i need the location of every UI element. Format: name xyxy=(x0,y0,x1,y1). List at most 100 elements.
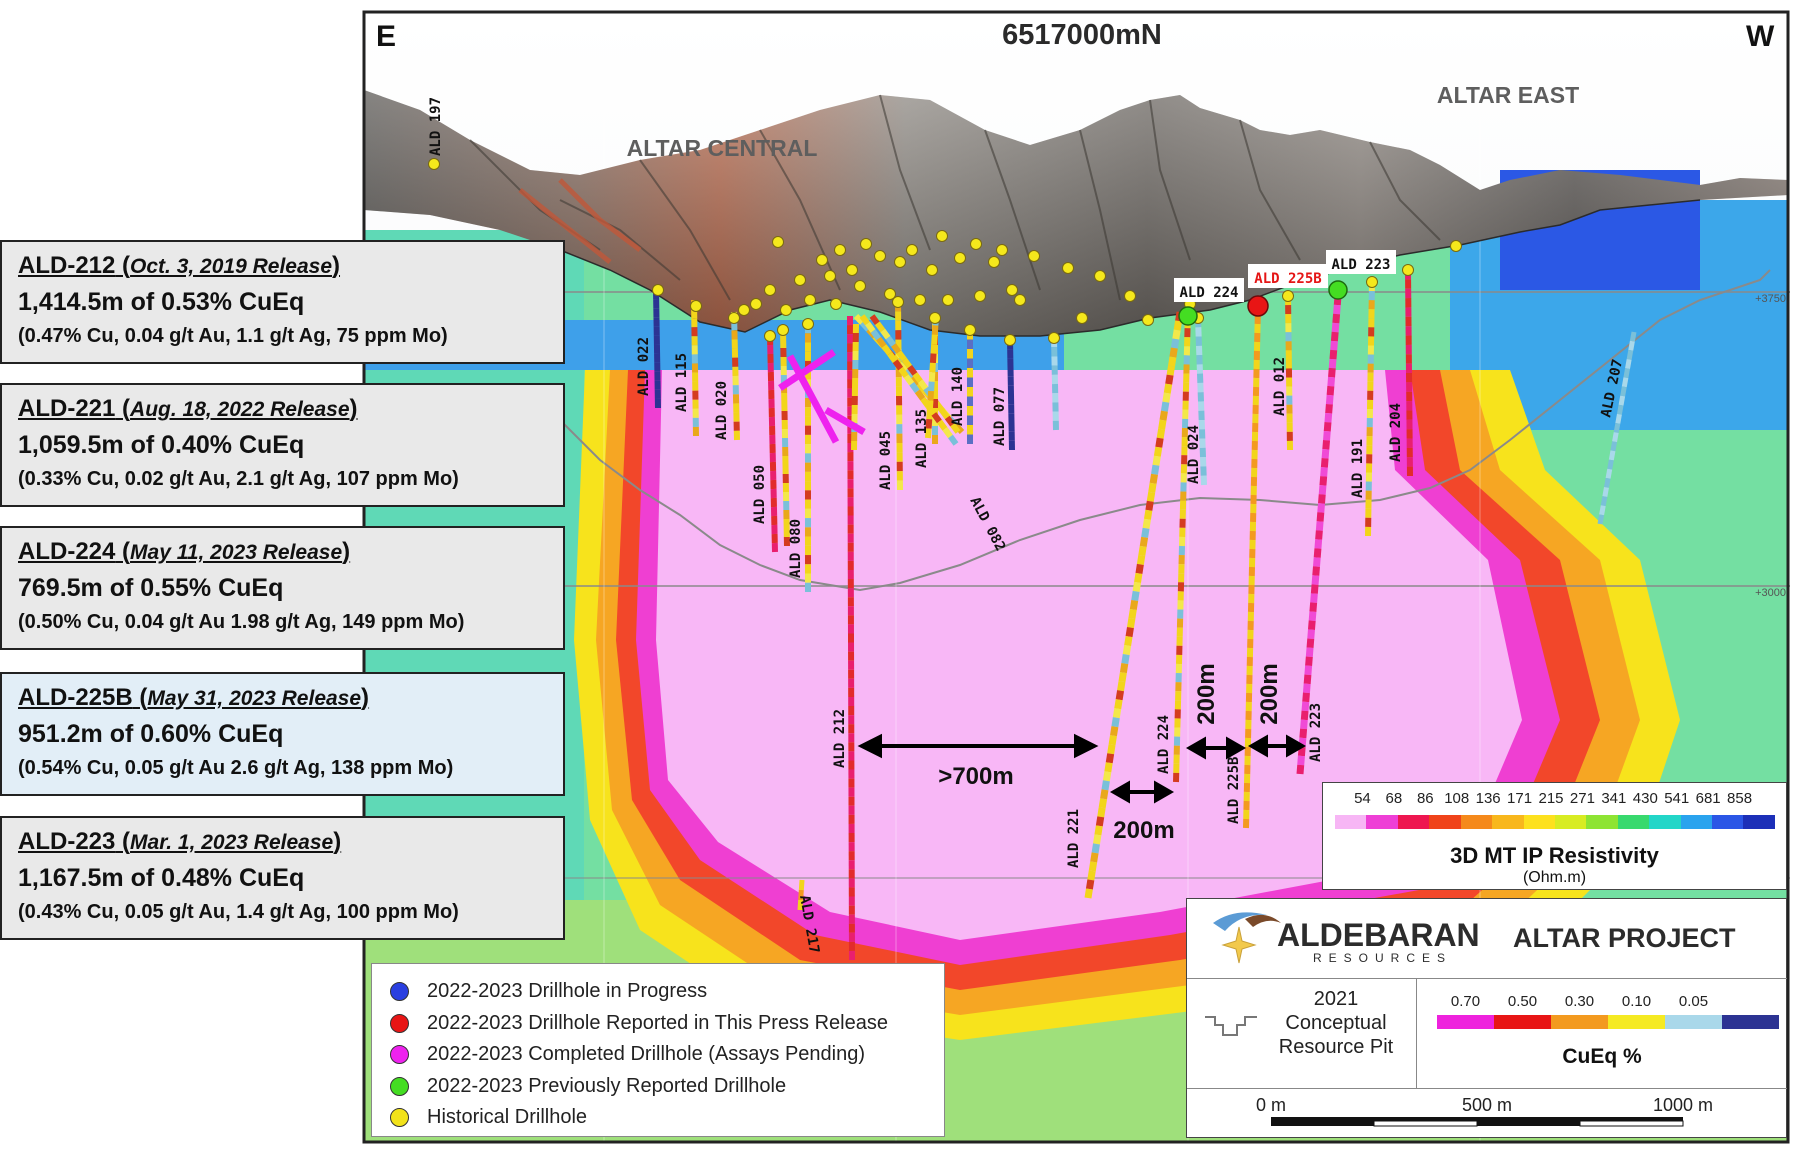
drill-hole-segment xyxy=(798,879,805,891)
drill-hole-segment xyxy=(942,427,953,439)
historical-collar xyxy=(830,298,842,310)
elevation-label-upper: +3750 xyxy=(1755,293,1786,305)
pit-key-text: 2021 Conceptual Resource Pit xyxy=(1261,987,1411,1059)
pit-outline-icon xyxy=(1205,1016,1257,1036)
drill-hole-segment xyxy=(939,408,950,420)
historical-collar xyxy=(1094,270,1106,282)
drill-hole-segment xyxy=(1107,744,1116,755)
drill-hole-segment xyxy=(1127,617,1136,629)
drill-hole-segment xyxy=(1139,536,1149,547)
drill-hole-segment xyxy=(1158,419,1167,430)
historical-collar xyxy=(780,304,792,316)
drill-hole-segment xyxy=(1132,581,1141,593)
drill-hole-segment xyxy=(853,313,865,325)
drill-hole-segment xyxy=(797,899,804,911)
historical-collar xyxy=(794,274,806,286)
drill-hole-segment xyxy=(920,397,931,409)
historical-collar xyxy=(1014,294,1026,306)
resistivity-tick: 54 xyxy=(1354,790,1371,807)
drill-hole-segment xyxy=(1108,735,1117,746)
arrowhead-right xyxy=(1226,736,1247,760)
drill-hole-segment xyxy=(930,343,938,354)
hole-label: ALD 135 xyxy=(914,409,930,468)
completed-drillhole-trace xyxy=(778,349,836,391)
legend-label: 2022-2023 Previously Reported Drillhole xyxy=(427,1074,787,1097)
hole-label: ALD 225B xyxy=(1226,757,1242,824)
drill-hole-segment xyxy=(1100,789,1109,800)
legend-item: 2022-2023 Completed Drillhole (Assays Pe… xyxy=(390,1039,944,1071)
historical-collar xyxy=(988,256,1000,268)
callout-heading: ALD-225B (May 31, 2023 Release) xyxy=(18,684,370,711)
historical-collar xyxy=(816,254,828,266)
drill-hole-segment xyxy=(907,364,918,376)
drill-hole-segment xyxy=(1134,572,1143,584)
drill-hole-segment xyxy=(1305,647,1314,658)
drill-hole-segment xyxy=(1121,654,1130,665)
historical-collar xyxy=(690,300,702,312)
drill-hole-segment xyxy=(1088,861,1098,872)
drill-hole-segment xyxy=(1607,459,1614,470)
collar-label-box xyxy=(1174,278,1244,302)
ground-surface-line xyxy=(559,199,1701,337)
drill-hole-segment xyxy=(1143,509,1153,520)
drill-hole-segment xyxy=(891,343,902,355)
drill-hole-segment xyxy=(1612,432,1619,443)
aldebaran-star-logo-icon xyxy=(1213,912,1281,964)
resistivity-tick: 681 xyxy=(1695,790,1721,807)
drill-hole-segment xyxy=(1155,437,1164,448)
drill-hole-segment xyxy=(1152,455,1161,466)
drill-hole-segment xyxy=(1085,879,1095,890)
section-title: 6517000mN xyxy=(1002,19,1162,51)
terrain-ridge xyxy=(1149,99,1191,261)
distance-label-200m-c: 200m xyxy=(1256,663,1283,724)
drill-hole-segment xyxy=(1299,728,1308,739)
drill-hole-segment xyxy=(860,320,871,332)
drill-hole-segment xyxy=(1623,368,1630,379)
drill-hole-segment xyxy=(1326,385,1335,396)
resistivity-tick: 858 xyxy=(1727,790,1753,807)
drill-hole-segment xyxy=(1610,441,1618,452)
drill-hole-segment xyxy=(1169,347,1178,358)
legend-swatch xyxy=(390,1013,409,1033)
logo-star xyxy=(1221,926,1257,964)
resistivity-tick: 136 xyxy=(1475,790,1501,807)
drill-hole-segment xyxy=(1324,412,1333,423)
drill-hole-segment xyxy=(931,325,939,335)
drill-hole-segment xyxy=(925,419,933,429)
resistivity-swatch xyxy=(1649,815,1681,829)
arrowhead-right xyxy=(1154,780,1175,804)
callout-assays: (0.43% Cu, 0.05 g/t Au, 1.4 g/t Ag, 100 … xyxy=(18,901,459,923)
historical-collar xyxy=(764,330,776,342)
terrain-ridge xyxy=(1239,119,1301,261)
drill-hole-segment xyxy=(1156,428,1166,439)
drill-hole-segment xyxy=(1111,717,1120,728)
resistivity-tick: 215 xyxy=(1538,790,1564,807)
drill-hole-segment xyxy=(1599,505,1606,516)
historical-collar xyxy=(804,294,816,306)
terrain-shading xyxy=(364,90,1788,336)
cueq-tick: 0.10 xyxy=(1621,993,1652,1010)
pit-year: 2021 xyxy=(1313,988,1359,1010)
callout-heading: ALD-221 (Aug. 18, 2022 Release) xyxy=(18,395,358,422)
map-scale-label: 1000 m xyxy=(1652,1095,1714,1115)
terrain-ridge xyxy=(879,94,931,251)
hole-label: ALD 224 xyxy=(1156,715,1172,774)
callout-date: May 11, 2023 Release xyxy=(130,541,343,564)
callout-ald-225b: ALD-225B (May 31, 2023 Release) 951.2m o… xyxy=(0,672,565,796)
hole-label: ALD 140 xyxy=(950,367,966,426)
drill-hole-segment xyxy=(1129,599,1139,611)
drill-hole-segment xyxy=(1097,807,1106,818)
drill-hole-segment xyxy=(925,404,937,416)
drill-hole-segment xyxy=(869,314,880,326)
legend-swatch xyxy=(390,982,409,1002)
drill-hole-segment xyxy=(1302,692,1310,703)
callout-interval: 1,414.5m of 0.53% CuEq xyxy=(18,288,305,316)
drill-hole-segment xyxy=(936,419,948,431)
brand-name: ALDEBARAN xyxy=(1277,917,1480,953)
drill-hole-segment xyxy=(1309,602,1318,612)
hole-label: ALD 022 xyxy=(636,337,652,396)
callout-ald-221: ALD-221 (Aug. 18, 2022 Release) 1,059.5m… xyxy=(0,383,565,507)
drill-hole-segment xyxy=(1145,500,1154,511)
drill-hole-segment xyxy=(1296,764,1305,775)
resistivity-tick: 68 xyxy=(1385,790,1403,807)
